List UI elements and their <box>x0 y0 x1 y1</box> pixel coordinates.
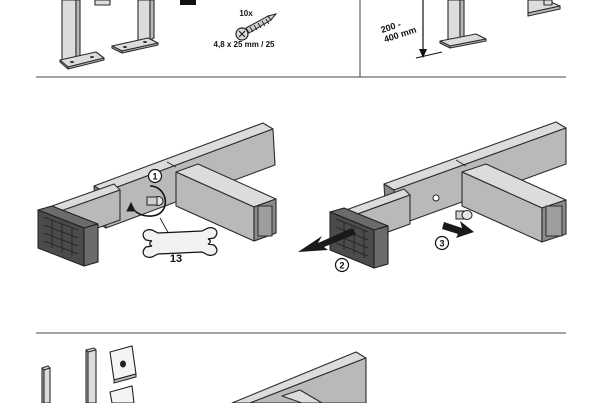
step-3-number: 3 <box>439 239 444 249</box>
t-frame-bottom <box>231 351 367 404</box>
step-3-badge: 3 <box>434 235 450 251</box>
leg-frame-right <box>439 0 561 49</box>
t-frame-right <box>329 121 567 269</box>
leg-frame-left <box>59 0 196 70</box>
step-2-number: 2 <box>339 261 344 271</box>
hex-bolt-removed-icon <box>455 210 473 220</box>
screw-size: 4,8 x 25 mm / 25 <box>214 40 275 49</box>
height-dimension-arrow <box>415 0 443 59</box>
pull-arrow-icon <box>298 228 356 252</box>
step-1-number: 1 <box>152 172 157 182</box>
hex-bolt-icon <box>146 196 164 206</box>
wood-screw-icon <box>235 13 278 41</box>
square-plate-icon <box>109 345 137 384</box>
rod-short-icon <box>41 365 51 404</box>
step-2-badge: 2 <box>334 257 350 273</box>
open-end-wrench-icon <box>142 227 218 258</box>
wrench-size: 13 <box>170 253 182 265</box>
square-plate-icon-2 <box>109 385 135 404</box>
bottom-panel <box>36 332 566 404</box>
screw-quantity: 10x <box>239 9 253 18</box>
step-1-badge: 1 <box>147 168 163 184</box>
top-panel: 10x 4,8 x 25 mm / 25 200 - 400 mm <box>36 0 566 78</box>
remove-arrow-icon <box>442 221 474 238</box>
rotation-arrow-icon <box>126 185 167 217</box>
height-range-label: 200 - 400 mm <box>380 15 418 44</box>
rod-long-icon <box>85 347 97 404</box>
t-frame-left <box>37 122 277 267</box>
